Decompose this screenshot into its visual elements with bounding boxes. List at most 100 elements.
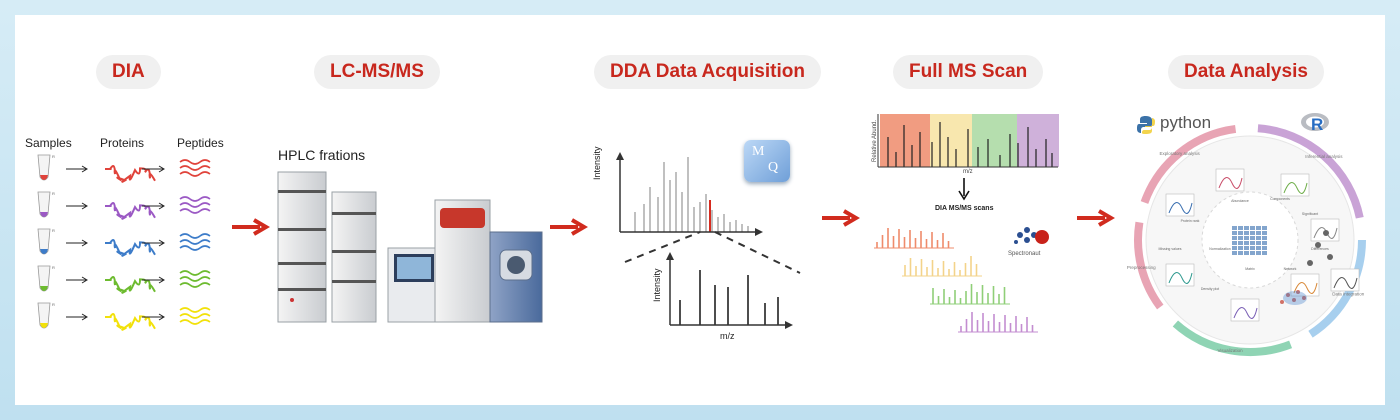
matrix-cell xyxy=(1244,231,1249,235)
arrow-icon xyxy=(66,165,88,173)
matrix-cell xyxy=(1238,251,1243,255)
peptide-squiggle xyxy=(179,233,211,239)
ring-segment xyxy=(1134,221,1164,310)
matrix-cell xyxy=(1256,231,1261,235)
proteins-header: Proteins xyxy=(100,136,145,150)
peptide-squiggle xyxy=(179,171,211,177)
matrix-cell xyxy=(1238,241,1243,245)
arrow-icon xyxy=(66,313,88,321)
peptide-squiggle xyxy=(179,208,211,214)
step-title-dia: DIA xyxy=(96,55,161,89)
peptide-squiggle xyxy=(179,307,211,313)
matrix-cell xyxy=(1262,236,1267,240)
mini-plot-curve xyxy=(1218,177,1243,189)
sample-fill xyxy=(40,212,48,217)
step-title-analysis: Data Analysis xyxy=(1168,55,1324,89)
inner-label: Network xyxy=(1284,267,1297,271)
flow-arrow-icon xyxy=(550,218,588,236)
tube-label: R xyxy=(52,191,55,196)
protein-squiggle xyxy=(105,202,156,220)
scatter-point xyxy=(1296,290,1300,294)
flow-arrow-icon xyxy=(1077,209,1115,227)
peptide-squiggle xyxy=(179,319,211,325)
matrix-cell xyxy=(1256,226,1261,230)
peptide-squiggle xyxy=(179,245,211,251)
down-arrow-icon xyxy=(958,178,970,201)
inner-label: Significant xyxy=(1302,212,1318,216)
flow-arrow-icon xyxy=(232,218,270,236)
hplc-instrument-illustration xyxy=(277,171,543,323)
inner-label: Differences xyxy=(1311,247,1329,251)
matrix-cell xyxy=(1232,231,1237,235)
inner-label: Density plot xyxy=(1201,287,1219,291)
mini-plot-curve xyxy=(1233,307,1258,319)
mini-plot-curve xyxy=(1168,272,1193,284)
tube-label: R xyxy=(52,154,55,159)
matrix-cell xyxy=(1256,236,1261,240)
sample-fill xyxy=(40,323,48,328)
ring-label: Visualization xyxy=(1217,348,1243,353)
peptide-squiggle xyxy=(179,196,211,202)
matrix-cell xyxy=(1232,241,1237,245)
matrix-cell xyxy=(1232,236,1237,240)
matrix-cell xyxy=(1238,246,1243,250)
scatter-point xyxy=(1280,300,1284,304)
samples-header: Samples xyxy=(25,136,72,150)
protein-squiggle xyxy=(104,165,156,183)
dda-bottom-xlabel: m/z xyxy=(720,331,735,341)
matrix-cell xyxy=(1244,246,1249,250)
arrow-icon xyxy=(66,202,88,210)
maxquant-logo-icon: M Q xyxy=(744,140,790,182)
full-ms-spectrum-chart xyxy=(877,114,1059,168)
inner-label: Normalization xyxy=(1209,247,1230,251)
peptide-squiggle xyxy=(179,282,211,288)
matrix-cell xyxy=(1256,251,1261,255)
network-node xyxy=(1315,242,1321,248)
step-title-dda: DDA Data Acquisition xyxy=(594,55,821,89)
inner-label: Protein rank xyxy=(1181,219,1200,223)
arrow-icon xyxy=(142,276,165,284)
protein-squiggle xyxy=(105,276,156,294)
full-ms-ylabel: Relative Abund. xyxy=(872,119,878,162)
logo-letter-q: Q xyxy=(768,160,779,175)
matrix-cell xyxy=(1262,241,1267,245)
inner-label: Abundance xyxy=(1231,199,1249,203)
density-blob xyxy=(1283,291,1307,305)
spectronaut-logo-icon: Spectronaut xyxy=(1006,223,1052,261)
matrix-cell xyxy=(1250,251,1255,255)
peptide-squiggle xyxy=(179,165,211,171)
full-ms-xlabel: m/z xyxy=(963,169,973,175)
mini-plot-curve xyxy=(1293,282,1318,294)
step-title-fullms: Full MS Scan xyxy=(893,55,1044,89)
sample-fill xyxy=(40,249,48,254)
peptides-header: Peptides xyxy=(177,136,224,150)
matrix-cell xyxy=(1262,226,1267,230)
matrix-cell xyxy=(1244,251,1249,255)
protein-squiggle xyxy=(105,313,156,331)
matrix-cell xyxy=(1232,251,1237,255)
scatter-point xyxy=(1286,293,1290,297)
flow-arrow-icon xyxy=(822,209,860,227)
ring-segment xyxy=(1140,124,1237,204)
matrix-cell xyxy=(1232,226,1237,230)
tube-label: R xyxy=(52,228,55,233)
sample-fill xyxy=(40,175,48,180)
r-label: R xyxy=(1311,115,1324,134)
scatter-point xyxy=(1302,296,1306,300)
matrix-cell xyxy=(1250,236,1255,240)
ring-segment xyxy=(1172,320,1293,356)
dda-top-ylabel: Intensity xyxy=(592,146,602,180)
peptide-squiggle xyxy=(179,159,211,165)
mini-plot-curve xyxy=(1333,277,1358,289)
arrow-icon xyxy=(142,313,165,321)
matrix-cell xyxy=(1238,236,1243,240)
sample-fill xyxy=(40,286,48,291)
matrix-cell xyxy=(1250,246,1255,250)
inner-label: Missing values xyxy=(1159,247,1182,251)
matrix-cell xyxy=(1262,246,1267,250)
dda-bottom-ylabel: Intensity xyxy=(652,268,662,302)
dia-msms-scans-label: DIA MS/MS scans xyxy=(935,205,994,212)
